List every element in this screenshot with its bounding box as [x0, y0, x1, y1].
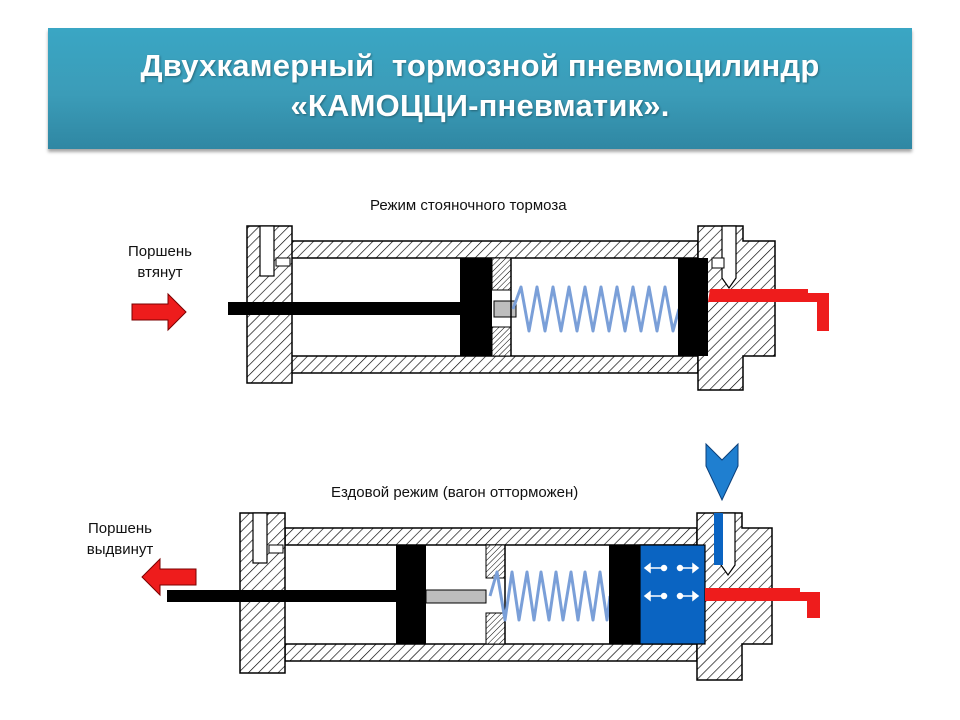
bottom-tube-wall-upper: [284, 527, 698, 546]
pressure-arrows-icon: [643, 562, 700, 602]
top-tube-wall-upper: [289, 240, 699, 259]
top-side-label-line2: втянут: [137, 264, 182, 281]
bottom-outlet-pipe: [705, 588, 820, 618]
bottom-piston-rod: [167, 590, 397, 602]
retract-arrow-icon: [131, 292, 187, 332]
bottom-side-label-line2: выдвинут: [87, 541, 154, 558]
title-banner: Двухкамерный тормозной пневмоцилиндр «КА…: [48, 28, 912, 149]
top-inner-rod: [493, 300, 517, 318]
bottom-main-piston: [396, 545, 426, 644]
driving-mode-caption: Ездовой режим (вагон отторможен): [331, 484, 578, 501]
extend-arrow-icon: [141, 557, 197, 597]
top-tube-wall-lower: [289, 355, 699, 374]
top-piston-rod: [228, 302, 460, 315]
top-outlet-pipe: [708, 289, 829, 331]
driving-mode-diagram: Ездовой режим (вагон отторможен) Поршень…: [87, 442, 820, 681]
bottom-tube-wall-lower: [284, 643, 698, 662]
top-left-port: [259, 225, 275, 277]
bottom-right-port: [720, 512, 736, 577]
parking-brake-caption: Режим стояночного тормоза: [370, 197, 567, 214]
bottom-spring-piston: [609, 545, 640, 644]
bottom-side-label-line1: Поршень: [88, 520, 152, 537]
top-spring-piston: [678, 258, 708, 356]
bottom-air-channel: [714, 513, 723, 565]
top-side-label-line1: Поршень: [128, 243, 192, 260]
title-line-2: «КАМОЦЦИ-пневматик».: [290, 87, 670, 123]
bottom-spring-icon: [488, 570, 612, 622]
top-spring-icon: [511, 285, 681, 333]
top-main-piston: [460, 258, 492, 356]
title-line-1: Двухкамерный тормозной пневмоцилиндр: [140, 47, 820, 83]
air-inlet-arrow-icon: [705, 442, 739, 502]
top-right-port: [721, 225, 737, 290]
parking-brake-diagram: Режим стояночного тормоза Поршень втянут: [128, 197, 829, 391]
bottom-inner-rod: [425, 589, 487, 604]
bottom-left-port: [252, 512, 268, 564]
